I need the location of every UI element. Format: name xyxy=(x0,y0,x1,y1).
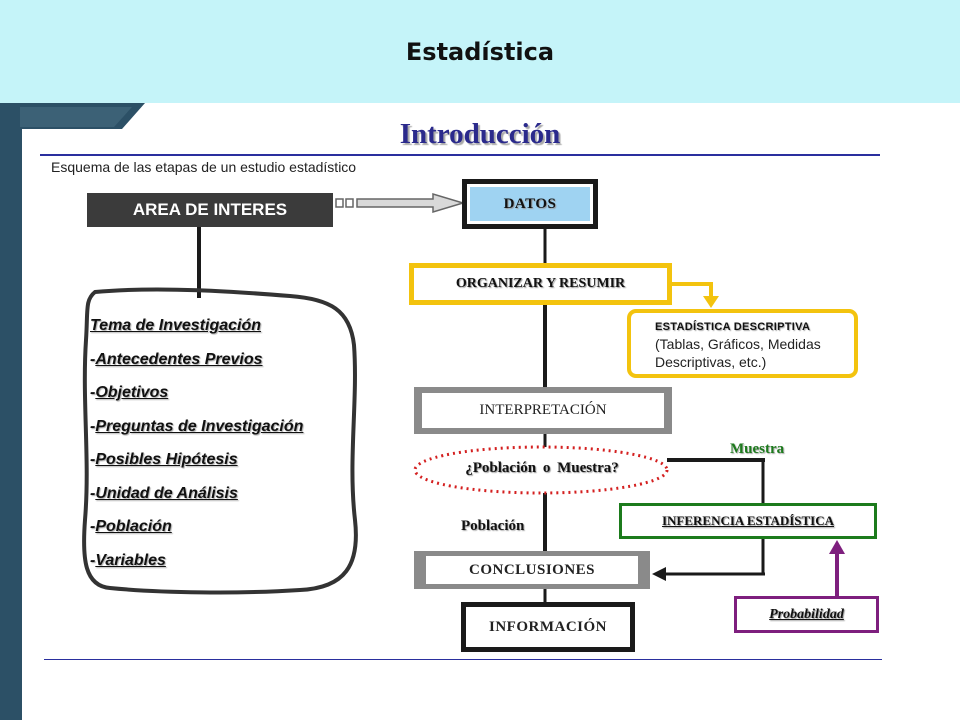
descriptiva-title: ESTADÍSTICA DESCRIPTIVA xyxy=(655,321,811,333)
bottom-rule xyxy=(44,659,882,660)
area-interes-box: AREA DE INTERES xyxy=(87,193,333,227)
sidebar-strip xyxy=(0,103,22,720)
inferencia-box: INFERENCIA ESTADÍSTICA xyxy=(619,503,877,539)
slide-subtitle: Esquema de las etapas de un estudio esta… xyxy=(51,159,357,175)
interpretacion-label: INTERPRETACIÓN xyxy=(422,393,664,428)
interpretacion-box: INTERPRETACIÓN xyxy=(414,387,672,434)
list-item: -Objetivos xyxy=(90,384,169,401)
list-item: -Variables xyxy=(90,551,166,569)
conclusiones-label: CONCLUSIONES xyxy=(426,556,638,584)
list-item: -Posibles Hipótesis xyxy=(90,451,238,468)
list-item: -Población xyxy=(90,518,172,535)
conclusiones-box: CONCLUSIONES xyxy=(414,551,650,589)
organizar-label: ORGANIZAR Y RESUMIR xyxy=(414,268,667,300)
poblacion-label: Población xyxy=(461,518,525,534)
research-items-list: Tema de Investigación -Antecedentes Prev… xyxy=(90,315,303,583)
list-item: -Preguntas de Investigación xyxy=(90,417,304,435)
datos-box: DATOS xyxy=(462,179,598,229)
list-item: -Antecedentes Previos xyxy=(90,350,263,368)
header-title: Estadística xyxy=(405,38,555,66)
connector-organizar-descriptiva xyxy=(672,282,713,298)
descriptiva-body: (Tablas, Gráficos, Medidas Descriptivas,… xyxy=(655,336,821,370)
title-underline xyxy=(40,154,880,156)
informacion-label: INFORMACIÓN xyxy=(466,607,630,647)
list-outline xyxy=(82,287,358,595)
informacion-box: INFORMACIÓN xyxy=(461,602,635,652)
list-item: -Unidad de Análisis xyxy=(90,484,238,502)
poblacion-muestra-label: ¿Población o Muestra? xyxy=(465,460,619,476)
datos-label: DATOS xyxy=(467,184,593,224)
estadistica-descriptiva-box: ESTADÍSTICA DESCRIPTIVA (Tablas, Gráfico… xyxy=(627,309,858,378)
corner-decoration xyxy=(0,103,145,129)
organizar-box: ORGANIZAR Y RESUMIR xyxy=(409,263,672,305)
header-bar: Estadística xyxy=(0,0,960,103)
slide-title: Introducción xyxy=(399,118,561,150)
muestra-label: Muestra xyxy=(730,441,785,457)
list-item: Tema de Investigación xyxy=(90,317,262,334)
probabilidad-box: Probabilidad xyxy=(734,596,879,633)
arrow-area-datos xyxy=(335,192,466,214)
poblacion-muestra-ellipse xyxy=(413,445,669,495)
